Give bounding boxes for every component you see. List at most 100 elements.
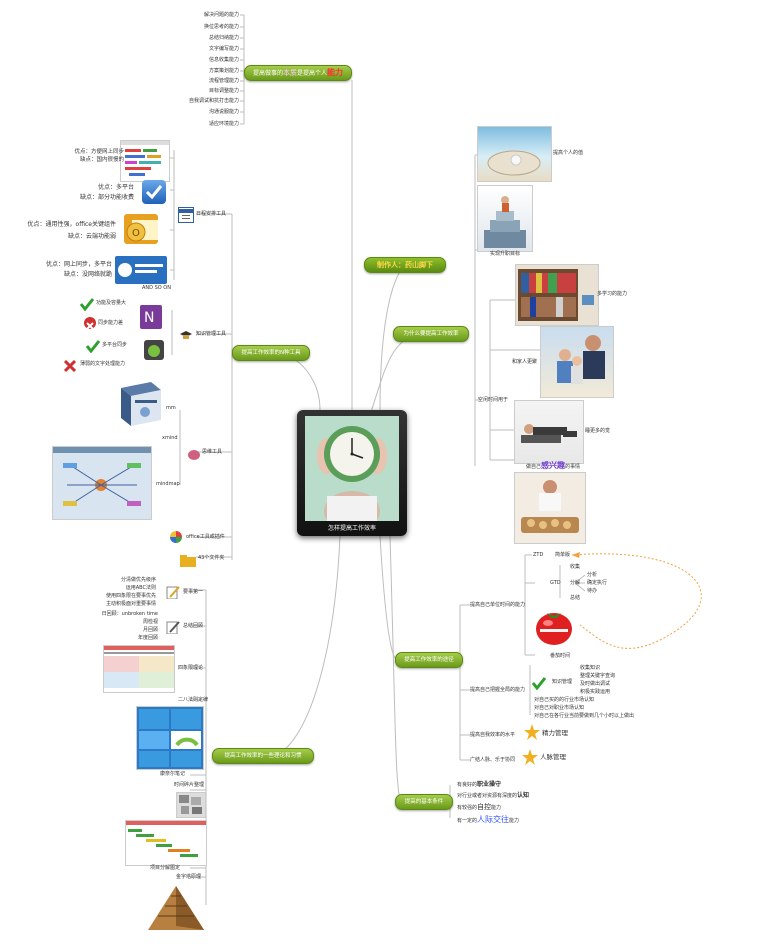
onenote-icon: N	[140, 305, 162, 329]
folder-icon	[180, 552, 196, 567]
capability-mid: 本质	[283, 69, 297, 77]
ways-k-more: 对自己买的的行业市场认知	[534, 697, 595, 703]
quadrant-chart-image	[103, 645, 175, 693]
why-spare: 空闲时间用于	[478, 397, 509, 403]
tools-mindmap: 思维工具	[202, 449, 223, 455]
ways-review: 总结	[570, 595, 581, 601]
ways-time: 提高自己单位时间的能力	[470, 602, 526, 608]
evernote-icon	[144, 340, 164, 360]
node-author[interactable]: 制作人：药山脚下	[364, 257, 446, 273]
ability-item: 适应环境能力	[208, 121, 239, 127]
check-icon	[531, 675, 547, 691]
ability-item: 流程管理能力	[208, 78, 239, 84]
mindmap-m3: mindmap	[156, 481, 180, 487]
ways-sort: 分解	[570, 580, 581, 586]
node-basics[interactable]: 提高的基本条件	[395, 794, 453, 810]
ways-ztd: ZTD	[533, 552, 544, 558]
basic-pre: 有较强的	[457, 805, 478, 811]
why-hobby: 做自己感兴趣的事情	[526, 462, 580, 470]
habit-notes: 康奈尔笔记	[160, 771, 186, 777]
brain-icon	[188, 446, 200, 460]
why-label: 为什么要提高工作效率	[403, 331, 459, 337]
habit-quadrant: 四象限理论	[178, 665, 204, 671]
habit-first: 要事第一	[183, 589, 204, 595]
stairs-image	[477, 185, 533, 252]
graduation-cap-icon	[180, 327, 192, 339]
k1-con: 同步能力差	[98, 320, 124, 326]
ways-sort-sub: 待办	[587, 588, 598, 594]
basic-post: 能力	[491, 805, 502, 811]
habit-review-item: 年度回顾	[137, 635, 158, 641]
habit-review-item: 月回顾	[142, 627, 158, 633]
basic-key: 认知	[517, 792, 530, 799]
habits-label: 提高工作效率的一些理论和习惯	[224, 753, 302, 759]
node-capability[interactable]: 提高做事的本质是提高个人能力	[244, 65, 352, 81]
ability-item: 信息收集能力	[208, 57, 239, 63]
schedule-tool-icon	[178, 207, 194, 223]
check-icon	[79, 296, 95, 312]
k2-con: 薄弱的文字处理能力	[80, 361, 126, 367]
s3-pro: 优点：通用性强，office关键组件	[27, 221, 116, 228]
baking-image	[514, 472, 586, 544]
k2-pro: 多平台同步	[102, 342, 128, 348]
ways-gtd: GTD	[550, 580, 561, 586]
mindmanager-box-image	[115, 380, 165, 428]
and-so-on: AND SO ON	[142, 285, 171, 291]
habit-first-item: 使用四象限在要事优先	[105, 593, 156, 599]
ways-simple: 简单版	[555, 552, 571, 558]
basic-key: 人际交往	[477, 815, 510, 824]
central-topic[interactable]: 怎样提高工作效率	[297, 410, 407, 536]
ways-knowledge-mgmt: 知识管理	[552, 679, 573, 685]
ability-item: 文字编写能力	[208, 46, 239, 52]
office-logo-icon	[170, 531, 182, 543]
hobby-key: 感兴趣	[541, 461, 566, 470]
remember-the-milk-icon	[115, 256, 167, 284]
capability-pre: 提高做事的	[252, 70, 283, 77]
basic-item: 对行业或者对资源有深度的认知	[457, 793, 529, 799]
star-icon	[522, 749, 538, 765]
author-label: 制作人：药山脚下	[377, 261, 433, 269]
check-icon	[85, 338, 101, 354]
habit-review-item: 日回顾：unbroken time	[101, 611, 158, 617]
basics-label: 提高的基本条件	[404, 799, 444, 805]
ability-item: 换位思考的能力	[203, 24, 239, 30]
s2-con: 缺点：部分功能收费	[79, 194, 134, 201]
calendar-app-screenshot	[120, 140, 170, 182]
ways-efficiency: 提高自己把握全局的能力	[470, 687, 526, 693]
s1-pro: 优点：方便网上同步	[74, 149, 124, 155]
hobby-post: 的事情	[565, 464, 581, 470]
ways-people-pre: 广结人脉、乐于协同	[470, 757, 516, 763]
ways-k-item: 收集知识	[580, 665, 601, 671]
node-tools[interactable]: 提高工作效率的N种工具	[232, 345, 310, 361]
node-habits[interactable]: 提高工作效率的一些理论和习惯	[212, 748, 314, 764]
shell-pearl-image	[477, 126, 552, 182]
pencil-paper-icon	[166, 619, 180, 635]
node-ways[interactable]: 提高工作效率的途径	[395, 652, 463, 668]
star-icon	[524, 724, 540, 740]
habit-pareto: 二八法则定律	[178, 697, 209, 703]
s4-con: 缺点：没网络就跪	[63, 271, 112, 278]
svg-text:N: N	[144, 310, 154, 326]
ability-item: 方案策划能力	[208, 68, 239, 74]
node-why[interactable]: 为什么要提高工作效率	[393, 326, 469, 342]
basic-key: 职业操守	[477, 781, 502, 788]
tools-office: office工具或插件	[186, 534, 225, 540]
habit-first-item: 运用ABC法则	[125, 585, 156, 591]
tomato-timer-icon	[535, 607, 573, 647]
basic-item: 有良好的职业操守	[457, 782, 501, 788]
ability-item: 自我调试和抗打击能力	[188, 98, 239, 104]
ability-item: 沟通说服能力	[208, 109, 239, 115]
why-value: 提高个人的值	[553, 150, 584, 156]
family-image	[540, 326, 614, 398]
s2-pro: 优点：多平台	[97, 184, 134, 191]
capability-key: 能力	[327, 68, 344, 77]
why-goal: 实现升职目标	[490, 251, 521, 257]
cross-icon	[63, 357, 77, 373]
habit-period: 时间碎片整理	[174, 782, 205, 788]
ways-sort-sub: 确定执行	[587, 580, 608, 586]
central-title: 怎样提高工作效率	[327, 525, 376, 532]
ways-pomodoro: 番茄时间	[550, 653, 571, 659]
mindmap-m1: mm	[166, 405, 176, 411]
mindmap-m2: xmind	[162, 435, 178, 441]
